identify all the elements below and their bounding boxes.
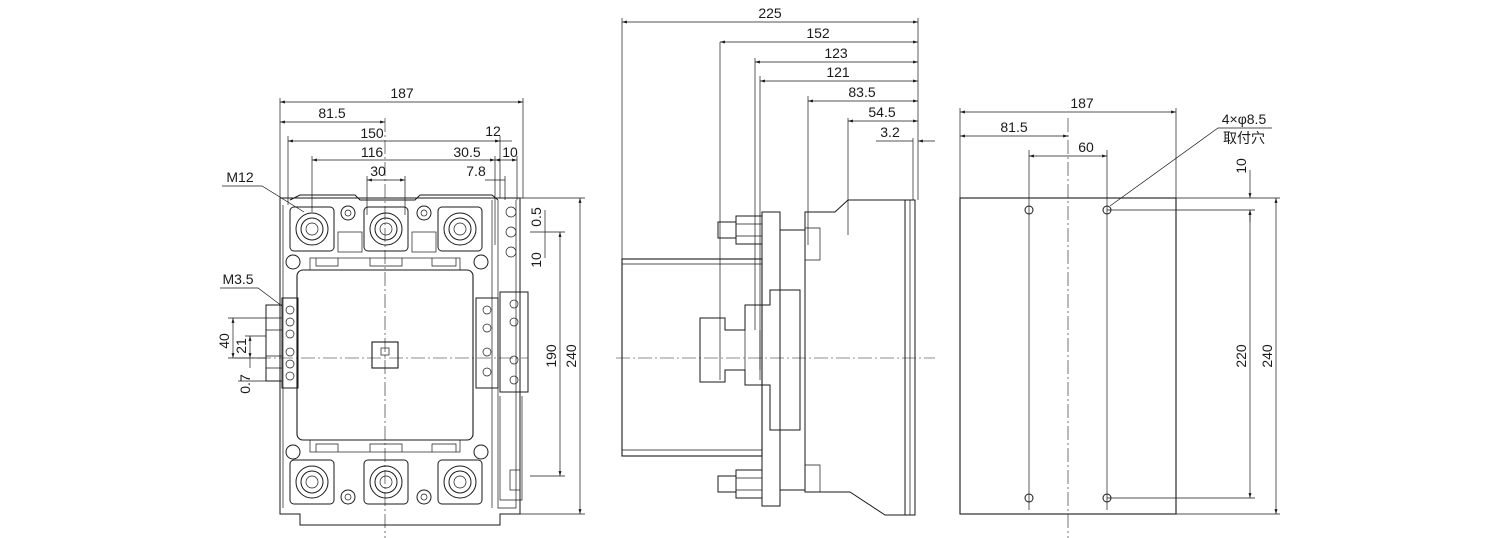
dim-121: 121	[826, 64, 850, 80]
dim-0-7: 0.7	[237, 374, 253, 394]
side-view: 225 152 123 121 83.5 54.5 3.2	[616, 5, 935, 516]
dim-30-5: 30.5	[453, 144, 480, 160]
dim-150: 150	[360, 125, 384, 141]
dim-54-5: 54.5	[868, 104, 895, 120]
dim-225: 225	[758, 5, 782, 21]
dim-81-5: 81.5	[318, 105, 345, 121]
dim-10-right: 10	[528, 252, 544, 268]
front-view: 187 81.5 150 12 116 30.5 10 30 7.8 M12 M…	[216, 85, 585, 538]
right-aux-terminals	[475, 206, 529, 501]
lower-main-terminals	[285, 443, 489, 505]
dim-190: 190	[543, 344, 559, 368]
dim-60: 60	[1078, 139, 1094, 155]
label-m3-5: M3.5	[222, 271, 253, 287]
dim-123: 123	[824, 45, 848, 61]
dim-152: 152	[806, 25, 830, 41]
dim-12: 12	[485, 123, 501, 139]
front-body-outline	[279, 197, 521, 526]
dim-7-8: 7.8	[466, 163, 486, 179]
upper-main-terminals	[285, 205, 489, 270]
dim-83-5: 83.5	[848, 84, 875, 100]
dim-240-front: 240	[563, 344, 579, 368]
dim-21: 21	[233, 338, 249, 354]
left-aux-terminals	[265, 297, 299, 389]
side-coil-body	[621, 258, 763, 457]
mount-hole-note-jp: 取付穴	[1223, 130, 1265, 146]
label-m12: M12	[226, 169, 253, 185]
mount-hole-note: 4×φ8.5	[1222, 111, 1267, 127]
dim-220: 220	[1233, 344, 1249, 368]
dim-10-mount: 10	[1233, 158, 1249, 174]
dim-10: 10	[502, 144, 518, 160]
dim-116: 116	[361, 144, 384, 160]
dim-81-5-mount: 81.5	[1000, 119, 1027, 135]
dim-40: 40	[216, 333, 232, 349]
dim-30: 30	[370, 163, 386, 179]
dim-3-2: 3.2	[880, 124, 900, 140]
mounting-view: 187 81.5 60 10 220 240 4×φ8.5 取付穴	[959, 95, 1280, 538]
dim-187: 187	[390, 85, 414, 101]
dim-187-mount: 187	[1070, 95, 1094, 111]
dim-240-mount: 240	[1259, 344, 1275, 368]
dim-0-5-right: 0.5	[528, 207, 544, 227]
